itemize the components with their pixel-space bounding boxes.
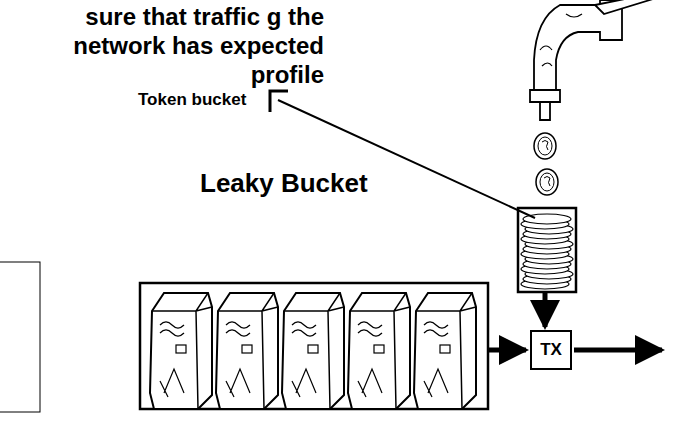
- label-text: Leaky Bucket: [200, 168, 368, 199]
- node-label: TX: [540, 340, 562, 360]
- label-text: Token bucket: [138, 90, 246, 110]
- transmitter-box: TX: [530, 330, 572, 370]
- slide-title: sure that traffic g the network has expe…: [4, 2, 324, 89]
